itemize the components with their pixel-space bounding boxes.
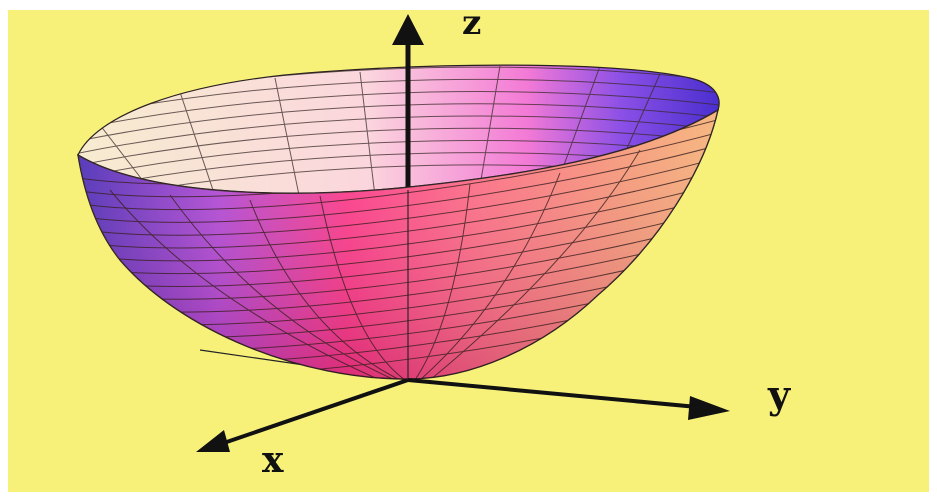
x-axis: x [196, 378, 409, 481]
mesh-meridian [429, 149, 641, 380]
mesh-ring [78, 120, 718, 211]
mesh-meridian [559, 65, 601, 177]
y-axis: y [407, 372, 791, 420]
z-axis-label: z [462, 3, 481, 43]
mesh-ring [78, 171, 718, 262]
mesh-ring [78, 184, 718, 275]
arrow-down-left-icon [196, 430, 230, 452]
mesh-ring [78, 103, 720, 146]
mesh-meridian [109, 189, 381, 380]
mesh-ring [78, 158, 718, 249]
mesh-ring [78, 127, 720, 170]
x-axis-label: x [262, 439, 284, 481]
arrow-up-icon [392, 14, 424, 45]
mesh-meridian [419, 172, 561, 380]
mesh-meridian [319, 195, 406, 380]
mesh-ring [78, 91, 720, 133]
mesh-meridian [179, 91, 216, 194]
mesh-meridian [414, 183, 471, 380]
y-axis-label: y [767, 372, 791, 417]
arrow-right-icon [688, 396, 730, 420]
mesh-ring [78, 145, 718, 236]
mesh-meridian [359, 71, 376, 194]
mesh-meridian [169, 194, 396, 380]
mesh-meridian [479, 65, 501, 187]
mesh-meridian [249, 199, 401, 380]
mesh-ring [78, 115, 720, 158]
mesh-meridian [274, 77, 301, 194]
